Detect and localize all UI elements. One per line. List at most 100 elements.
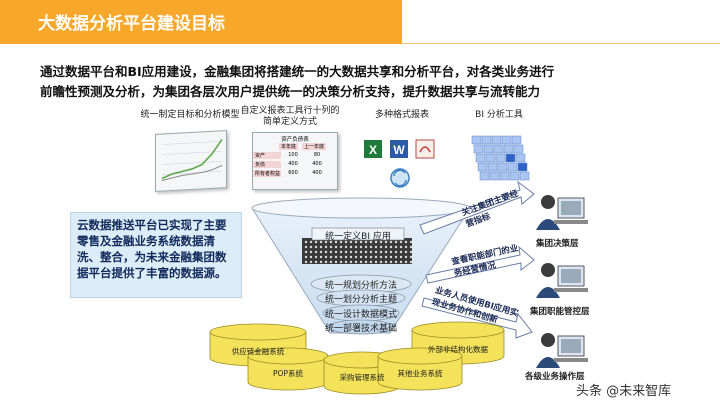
data-dot [399, 240, 403, 244]
mini-report-cell: 所有者权益 [253, 170, 281, 177]
source-procurement: 采购管理系统 [339, 373, 385, 382]
data-dot [384, 240, 388, 244]
data-dot [329, 260, 333, 264]
data-dot [354, 240, 358, 244]
operations-user-icon [536, 333, 588, 368]
data-dot [379, 250, 383, 254]
cube-cell [513, 144, 524, 154]
data-dot [314, 260, 318, 264]
data-dot [369, 240, 373, 244]
data-dot [359, 240, 363, 244]
intro-text: 通过数据平台和BI应用建设，金融集团将搭建统一的大数据共享和分析平台，对各类业务… [40, 62, 690, 102]
data-dot [324, 245, 328, 249]
cube-cell [495, 153, 506, 163]
cube-cell [475, 153, 486, 163]
arrow-to-operations [421, 297, 533, 339]
data-dot [344, 260, 348, 264]
data-dot [324, 255, 328, 259]
data-dot [344, 240, 348, 244]
cube-cell [471, 135, 482, 145]
data-dot [369, 255, 373, 259]
data-dot [354, 250, 358, 254]
data-dot [349, 255, 353, 259]
data-dot [374, 260, 378, 264]
data-dot [409, 240, 413, 244]
data-dot [309, 245, 313, 249]
data-dot [324, 260, 328, 264]
funnel-bi-box [311, 227, 405, 241]
data-dot [369, 250, 373, 254]
data-dot [399, 245, 403, 249]
data-dot [359, 250, 363, 254]
data-dot [334, 255, 338, 259]
data-dot [344, 255, 348, 259]
management-user-icon [536, 263, 588, 298]
data-dot [364, 260, 368, 264]
data-dot [349, 240, 353, 244]
data-dot [394, 250, 398, 254]
data-dot [364, 255, 368, 259]
report-format-icons: X W [362, 134, 442, 190]
data-dot [339, 250, 343, 254]
source-pop: POP系统 [273, 369, 303, 378]
data-dot [354, 255, 358, 259]
data-dot [394, 255, 398, 259]
data-dot [379, 245, 383, 249]
data-dot [319, 255, 323, 259]
data-dot [399, 255, 403, 259]
data-dot [379, 255, 383, 259]
data-dot [314, 245, 318, 249]
source-supply-chain: 供应链金融系统 [231, 347, 285, 356]
data-dot [404, 250, 408, 254]
cube-cell [505, 153, 516, 163]
data-dot [304, 260, 308, 264]
funnel-layer-4-label: 统一部署技术基础 [324, 324, 397, 334]
data-dot [304, 245, 308, 249]
data-dot [354, 260, 358, 264]
funnel-diagram [251, 197, 471, 335]
data-dot [364, 250, 368, 254]
mini-report-header: 上一年底 [302, 143, 327, 150]
arrow-to-decision [419, 180, 535, 235]
data-dot [339, 260, 343, 264]
tool-label-formats: 多种格式报表 [374, 110, 429, 120]
cube-cell [511, 135, 522, 145]
data-dot [369, 260, 373, 264]
data-dot [344, 245, 348, 249]
source-other: 其他业务系统 [397, 369, 443, 378]
data-dot [324, 240, 328, 244]
mini-report-cell: 资产 [253, 152, 281, 159]
data-dot [339, 240, 343, 244]
data-dot [374, 245, 378, 249]
line-chart-thumbnail [155, 130, 227, 192]
tool-label-custom-report: 自定义报表工具行十列的简单定义方式 [240, 106, 340, 127]
recycle-arrows-icon [390, 168, 410, 188]
data-dot [359, 245, 363, 249]
watermark: 头条 @未来智库 [576, 384, 672, 399]
cube-cell [489, 171, 500, 181]
data-dot [314, 240, 318, 244]
tool-label-model: 统一制定目标和分析模型 [140, 110, 240, 120]
data-dot [379, 240, 383, 244]
funnel-layer-1-label: 统一规划分析方法 [324, 281, 397, 291]
role-management-layer: 集团职能管控层 [530, 307, 590, 317]
data-dot [314, 250, 318, 254]
title-banner [0, 0, 402, 44]
cube-cell [491, 135, 502, 145]
data-dot [349, 250, 353, 254]
data-dot [389, 260, 393, 264]
data-dot [404, 255, 408, 259]
data-dot [374, 250, 378, 254]
data-dot [394, 260, 398, 264]
mini-report-cell: 负债 [253, 161, 281, 168]
line-chart-icon [161, 138, 223, 182]
data-dot [384, 250, 388, 254]
svg-text:X: X [369, 143, 377, 157]
mini-report-cell: 400 [288, 161, 298, 167]
data-dot [319, 250, 323, 254]
data-dot [329, 255, 333, 259]
data-dot [389, 245, 393, 249]
data-dot [359, 255, 363, 259]
data-dot [374, 255, 378, 259]
cube-cell [493, 144, 504, 154]
